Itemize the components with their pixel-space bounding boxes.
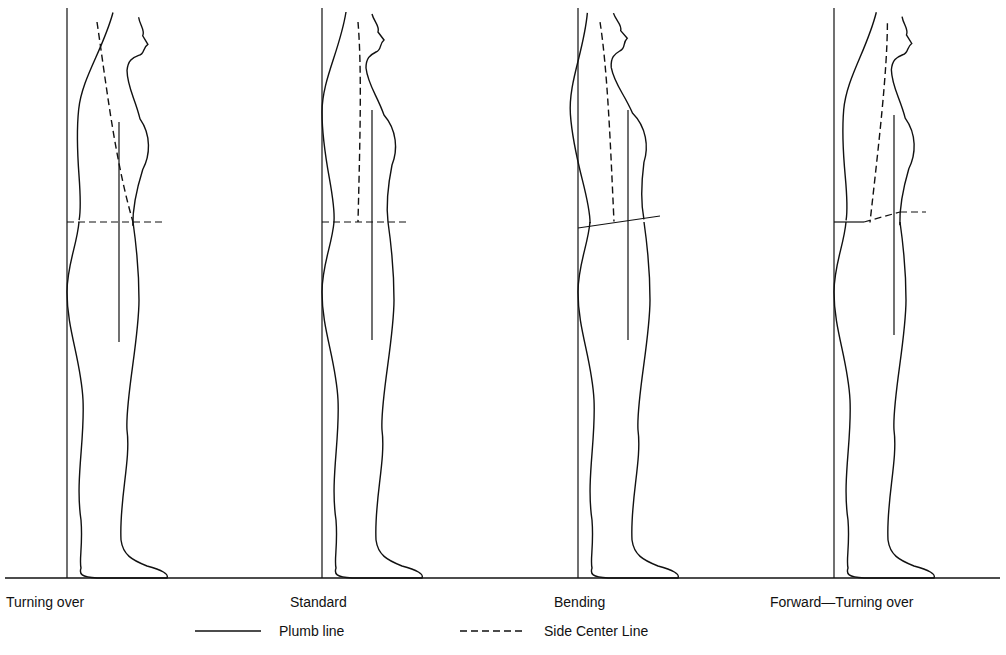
figure-forward-turning-over bbox=[834, 8, 934, 578]
figure-turning-over bbox=[67, 8, 167, 578]
legend-text: Side Center Line bbox=[544, 623, 648, 639]
legend-line-sample bbox=[195, 626, 261, 636]
legend-line-sample bbox=[460, 626, 526, 636]
figure-bending bbox=[563, 8, 678, 578]
legend-entry: Side Center Line bbox=[460, 623, 648, 639]
posture-label: Standard bbox=[290, 594, 347, 611]
posture-label: Forward—Turning over bbox=[770, 594, 913, 611]
posture-label: Turning over bbox=[6, 594, 84, 611]
legend-text: Plumb line bbox=[279, 623, 344, 639]
legend-entry: Plumb line bbox=[195, 623, 344, 639]
posture-label: Bending bbox=[554, 594, 605, 611]
figure-standard bbox=[322, 8, 422, 578]
